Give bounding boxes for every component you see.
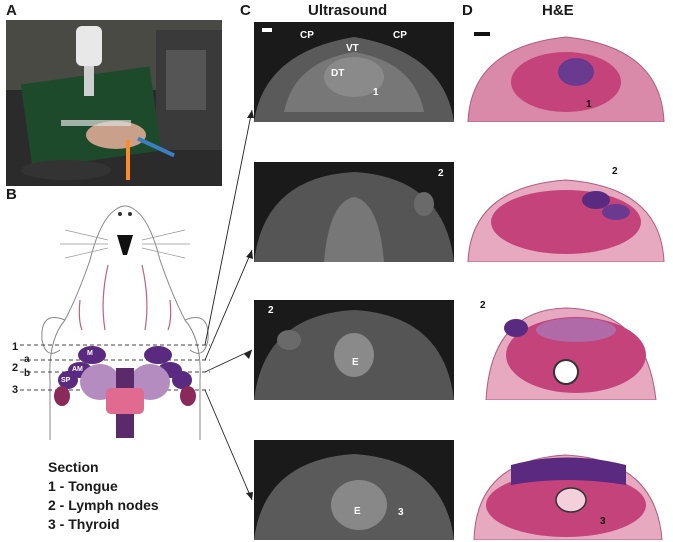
experimental-setup-photo xyxy=(6,20,222,186)
section-line-3-label: 3 xyxy=(12,384,19,396)
legend-item-tongue: 1 - Tongue xyxy=(48,478,118,494)
us-marker-1: 1 xyxy=(373,87,379,98)
ultrasound-image-tongue xyxy=(254,22,454,122)
he-image-thyroid xyxy=(466,440,666,540)
legend-item-lymph-nodes: 2 - Lymph nodes xyxy=(48,497,159,513)
section-line-1-label: 1 xyxy=(12,341,19,353)
he-image-lymph-node-a xyxy=(466,162,666,262)
ultrasound-image-lymph-node-a xyxy=(254,162,454,262)
us-marker-2b: 2 xyxy=(268,305,274,316)
ultrasound-scan xyxy=(254,440,454,540)
he-marker-2a: 2 xyxy=(612,166,618,177)
histology-section xyxy=(467,32,665,122)
ultrasound-title: Ultrasound xyxy=(308,2,388,19)
us-label-dt: DT xyxy=(331,68,345,79)
legend-item-thyroid: 3 - Thyroid xyxy=(48,516,120,532)
ultrasound-scan xyxy=(254,162,454,262)
histology-section xyxy=(473,454,663,540)
ultrasound-scan xyxy=(254,300,454,400)
he-title: H&E xyxy=(542,2,574,19)
node-am-label: AM xyxy=(72,366,83,373)
us-marker-3: 3 xyxy=(398,507,404,518)
legend-heading: Section xyxy=(48,459,99,475)
node-m-label: M xyxy=(87,350,93,357)
ultrasound-image-lymph-node-b xyxy=(254,300,454,400)
section-legend: Section 1 - Tongue 2 - Lymph nodes 3 - T… xyxy=(48,458,159,534)
panel-label-c: C xyxy=(240,2,251,19)
he-image-tongue xyxy=(466,22,666,122)
ultrasound-image-thyroid xyxy=(254,440,454,540)
us-label-e-c: E xyxy=(354,506,361,517)
histology-section xyxy=(467,179,665,262)
us-marker-2a: 2 xyxy=(438,168,444,179)
panel-label-b: B xyxy=(6,186,17,203)
panel-label-a: A xyxy=(6,2,17,19)
us-label-vt: VT xyxy=(346,43,359,54)
us-label-cp-left: CP xyxy=(300,30,314,41)
us-label-cp-right: CP xyxy=(393,30,407,41)
section-sub-a-label: a xyxy=(24,354,30,365)
histology-section xyxy=(485,307,657,400)
mouse-diagram xyxy=(20,205,210,440)
he-marker-1: 1 xyxy=(586,99,592,110)
he-marker-3: 3 xyxy=(600,516,606,527)
us-label-e-b: E xyxy=(352,357,359,368)
he-marker-2b: 2 xyxy=(480,300,486,311)
panel-label-d: D xyxy=(462,2,473,19)
ultrasound-scan xyxy=(254,22,454,122)
section-line-2-label: 2 xyxy=(12,362,19,374)
node-sp-label: SP xyxy=(61,377,71,384)
he-image-lymph-node-b xyxy=(466,300,666,400)
section-sub-b-label: b xyxy=(24,368,31,379)
